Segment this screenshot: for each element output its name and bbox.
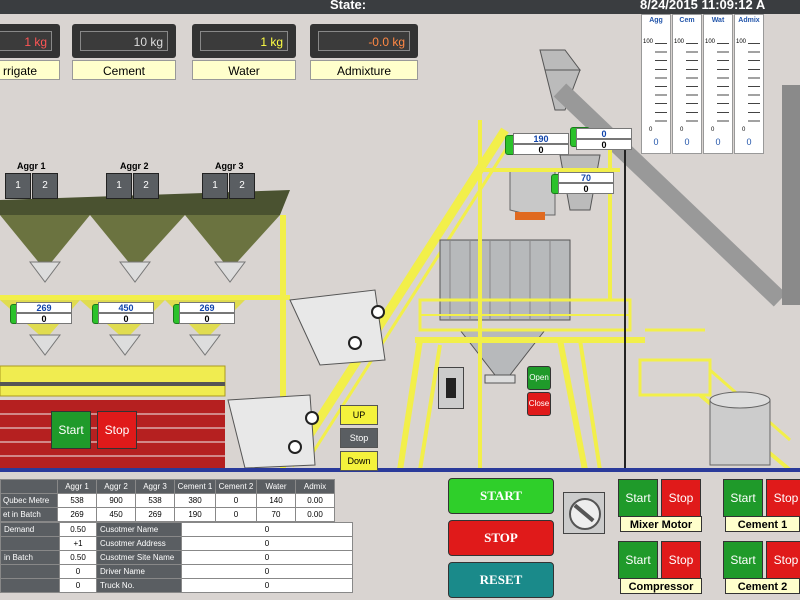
weight-label: Admixture (310, 60, 418, 80)
table-header-row: Aggr 1 Aggr 2 Aggr 3 Cement 1 Cement 2 W… (0, 479, 335, 494)
cement-2-label: Cement 2 (725, 578, 800, 594)
cement-2-start-button[interactable]: Start (723, 541, 763, 579)
main-start-button[interactable]: START (448, 478, 554, 514)
silo-value: 0 (653, 137, 659, 147)
truck-no-field[interactable]: 0 (181, 578, 353, 593)
gate-close-button[interactable]: Close (527, 392, 551, 416)
weight-display: -0.0 kg (318, 31, 410, 51)
driver-name-field[interactable]: 0 (181, 564, 353, 579)
aggr-2-gate-2-button[interactable]: 2 (133, 173, 159, 199)
aggr-3-gate-2-button[interactable]: 2 (229, 173, 255, 199)
weight-label: Cement (72, 60, 176, 80)
customer-site-field[interactable]: 0 (181, 550, 353, 565)
customer-name-field[interactable]: 0 (181, 522, 353, 537)
mixer-motor-start-button[interactable]: Start (618, 479, 658, 517)
compressor-label: Compressor (620, 578, 702, 594)
datetime-display: 8/24/2015 11:09:12 A (640, 0, 766, 12)
weight-card-admixture: -0.0 kg Admixture (310, 24, 418, 80)
weight-display: 10 kg (80, 31, 168, 51)
cement-1-label: Cement 1 (725, 516, 800, 532)
water-tank-icon (709, 399, 771, 466)
plant-schematic (0, 49, 800, 472)
top-status-bar: State: 8/24/2015 11:09:12 A (0, 0, 800, 14)
silo-value: 0 (684, 137, 690, 147)
bin-hopper-icon (185, 215, 280, 270)
weight-label: Water (192, 60, 296, 80)
bin-label: Aggr 1 (17, 161, 46, 171)
silo-value: 0 (715, 137, 721, 147)
belt-start-button[interactable]: Start (51, 411, 91, 449)
bin-hopper-icon (90, 215, 185, 270)
cement-1-stop-button[interactable]: Stop (766, 479, 800, 517)
main-reset-button[interactable]: RESET (448, 562, 554, 598)
aggr-2-gate-1-button[interactable]: 1 (106, 173, 132, 199)
weight-card-water: 1 kg Water (192, 24, 296, 80)
gate-open-button[interactable]: Open (527, 366, 551, 390)
compressor-start-button[interactable]: Start (618, 541, 658, 579)
mixer-drum-icon (439, 239, 571, 321)
weight-display: 1 kg (0, 31, 52, 51)
bin-label: Aggr 2 (120, 161, 149, 171)
main-stop-button[interactable]: STOP (448, 520, 554, 556)
mixer-motor-stop-button[interactable]: Stop (661, 479, 701, 517)
weight-display: 1 kg (200, 31, 288, 51)
recipe-table: Aggr 1 Aggr 2 Aggr 3 Cement 1 Cement 2 W… (0, 479, 335, 522)
silo-value: 0 (746, 137, 752, 147)
compressor-stop-button[interactable]: Stop (661, 541, 701, 579)
aggr-1-gate-1-button[interactable]: 1 (5, 173, 31, 199)
aggr-1-gate-2-button[interactable]: 2 (32, 173, 58, 199)
skip-bucket-icon (227, 394, 316, 469)
state-label: State: (330, 0, 367, 12)
weight-card-cement: 10 kg Cement (72, 24, 176, 80)
mixer-motor-label: Mixer Motor (620, 516, 702, 532)
gate-switch-icon[interactable] (438, 367, 464, 409)
cement-1-start-button[interactable]: Start (723, 479, 763, 517)
weight-label: rrigate (0, 60, 60, 80)
skip-down-button[interactable]: Down (340, 451, 378, 471)
bin-hopper-icon (0, 215, 90, 270)
cement-2-stop-button[interactable]: Stop (766, 541, 800, 579)
selector-knob-icon[interactable] (563, 492, 605, 534)
weight-card-aggregate: 1 kg rrigate (0, 24, 60, 80)
bin-label: Aggr 3 (215, 161, 244, 171)
skip-stop-button[interactable]: Stop (340, 428, 378, 448)
belt-stop-button[interactable]: Stop (97, 411, 137, 449)
skip-up-button[interactable]: UP (340, 405, 378, 425)
skip-bucket-icon (289, 289, 386, 366)
aggr-3-gate-1-button[interactable]: 1 (202, 173, 228, 199)
customer-address-field[interactable]: 0 (181, 536, 353, 551)
